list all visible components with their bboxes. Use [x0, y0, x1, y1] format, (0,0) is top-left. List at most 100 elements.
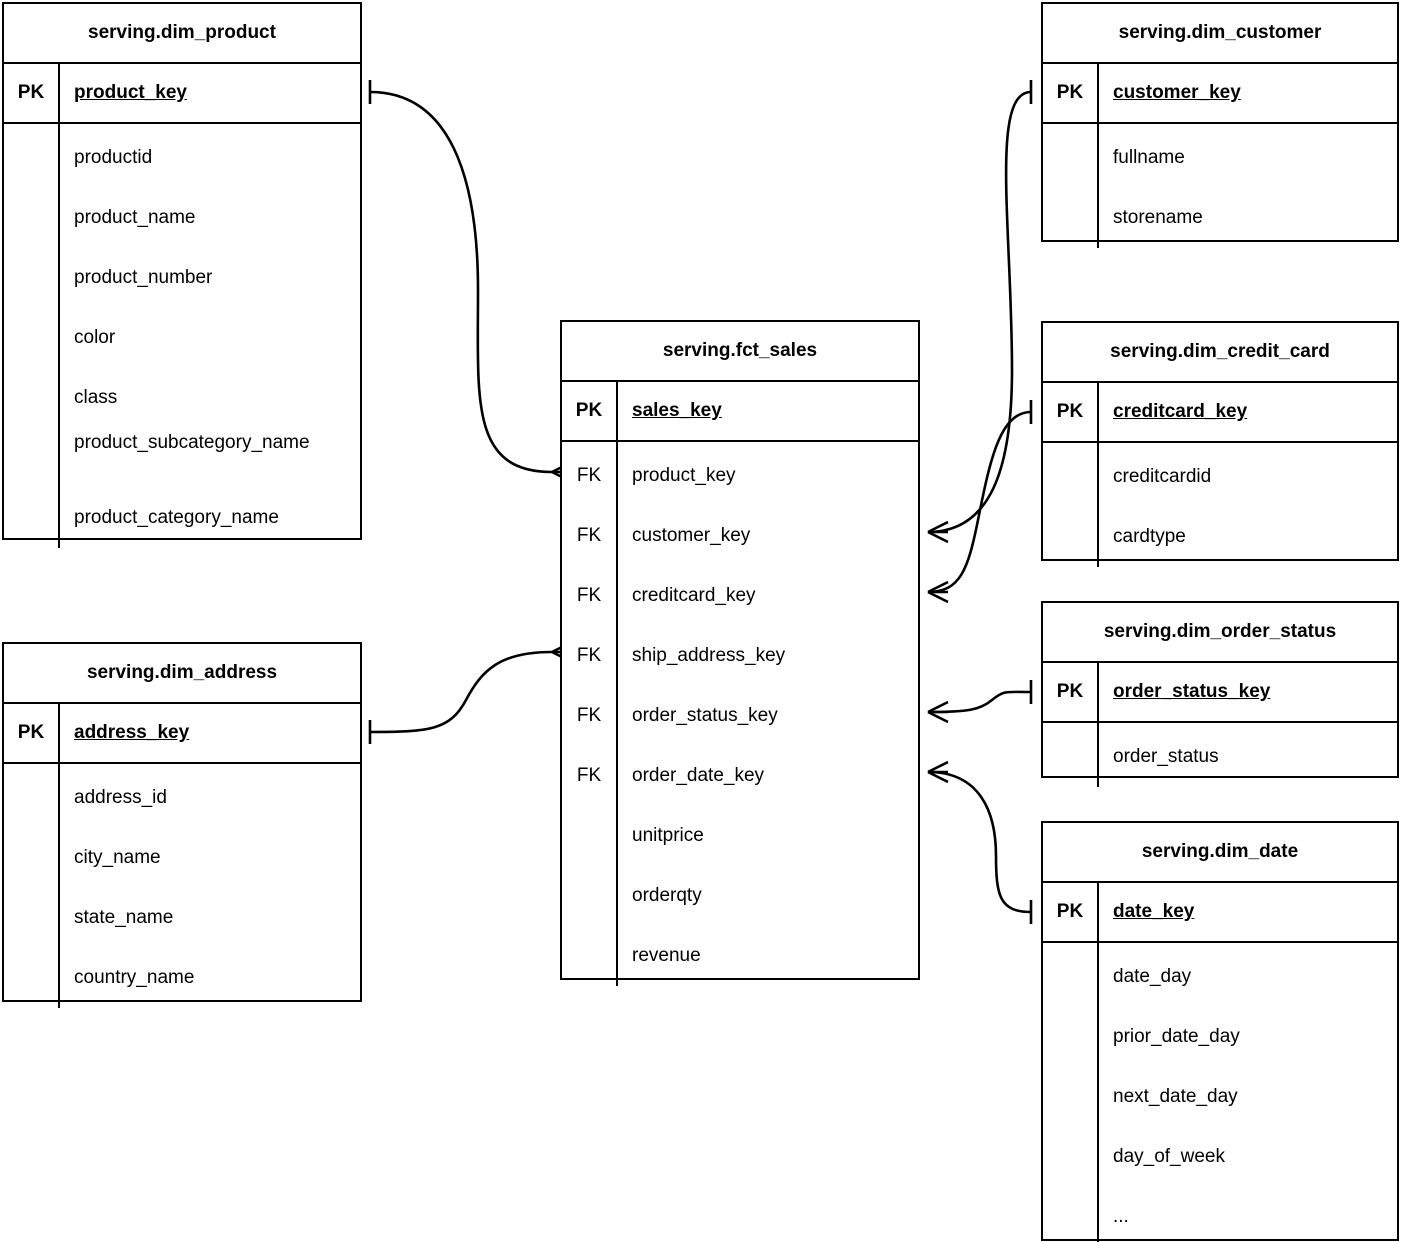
attribute-name: class	[74, 387, 118, 408]
attribute-name: date_day	[1113, 966, 1192, 987]
attribute-badges	[4, 764, 60, 1008]
attribute-name: creditcardid	[1113, 466, 1212, 487]
attribute-badge: FK	[576, 645, 602, 666]
pk-row[interactable]: PK address_key	[4, 704, 360, 764]
attribute-badge	[1043, 947, 1097, 1007]
attribute-list: FK FK FK FK FK FK product_key customer_k…	[562, 442, 918, 986]
entity-title: serving.dim_order_status	[1043, 603, 1397, 663]
attribute-badge	[562, 866, 616, 926]
attribute-badge	[4, 768, 58, 828]
entity-dim-address[interactable]: serving.dim_address PK address_key addre…	[2, 642, 362, 1008]
pk-name: customer_key	[1099, 64, 1397, 122]
pk-name: sales_key	[618, 382, 918, 440]
attribute-badge	[4, 488, 58, 548]
relationship-date	[927, 760, 1033, 924]
pk-row[interactable]: PK order_status_key	[1043, 663, 1397, 723]
attribute-list: creditcardid cardtype	[1043, 443, 1397, 567]
attribute-badges	[1043, 443, 1099, 567]
attribute-name: productid	[74, 147, 153, 168]
attribute-name: storename	[1113, 207, 1203, 228]
pk-name: creditcard_key	[1099, 383, 1397, 441]
attribute-names: productid product_name product_number co…	[60, 124, 360, 548]
entity-title: serving.dim_credit_card	[1043, 323, 1397, 383]
entity-title: serving.dim_date	[1043, 823, 1397, 883]
attribute-badge	[4, 828, 58, 888]
entity-title: serving.dim_address	[4, 644, 360, 704]
relationship-address	[368, 640, 573, 744]
entity-dim-date[interactable]: serving.dim_date PK date_key date_day pr…	[1041, 821, 1399, 1242]
attribute-badges: FK FK FK FK FK FK	[562, 442, 618, 986]
pk-name-text: date_key	[1113, 901, 1195, 922]
attribute-list: address_id city_name state_name country_…	[4, 764, 360, 1008]
entity-title: serving.fct_sales	[562, 322, 918, 382]
pk-name-text: order_status_key	[1113, 681, 1271, 702]
attribute-badge	[4, 888, 58, 948]
attribute-name: revenue	[632, 945, 701, 966]
pk-row[interactable]: PK product_key	[4, 64, 360, 124]
attribute-name: product_subcategory_name	[74, 432, 310, 453]
pk-name-text: product_key	[74, 82, 187, 103]
entity-dim-customer[interactable]: serving.dim_customer PK customer_key ful…	[1041, 2, 1399, 248]
attribute-badge	[1043, 507, 1097, 567]
attribute-name: order_status	[1113, 746, 1219, 767]
attribute-names: fullname storename	[1099, 124, 1397, 248]
attribute-badge: FK	[576, 765, 602, 786]
pk-row[interactable]: PK customer_key	[1043, 64, 1397, 124]
entity-title: serving.dim_product	[4, 4, 360, 64]
attribute-name: city_name	[74, 847, 161, 868]
attribute-name: state_name	[74, 907, 174, 928]
attribute-badge: FK	[576, 585, 602, 606]
pk-badge: PK	[1043, 663, 1099, 721]
attribute-names: creditcardid cardtype	[1099, 443, 1397, 567]
attribute-badges	[1043, 943, 1099, 1242]
attribute-name: color	[74, 327, 116, 348]
pk-badge: PK	[4, 704, 60, 762]
attribute-badge	[562, 806, 616, 866]
relationship-customer	[927, 80, 1033, 544]
attribute-name: product_name	[74, 207, 196, 228]
attribute-list: fullname storename	[1043, 124, 1397, 248]
attribute-badges	[1043, 124, 1099, 248]
attribute-name: cardtype	[1113, 526, 1186, 547]
relationship-order-status	[927, 680, 1033, 724]
pk-name: order_status_key	[1099, 663, 1397, 721]
attribute-badge	[1043, 1127, 1097, 1187]
attribute-name: prior_date_day	[1113, 1026, 1240, 1047]
relationship-product	[368, 80, 573, 484]
pk-name: product_key	[60, 64, 360, 122]
entity-dim-order-status[interactable]: serving.dim_order_status PK order_status…	[1041, 601, 1399, 787]
attribute-name: creditcard_key	[632, 585, 756, 606]
entity-title: serving.dim_customer	[1043, 4, 1397, 64]
attribute-list: order_status	[1043, 723, 1397, 787]
attribute-badge	[1043, 727, 1097, 787]
attribute-badges	[4, 124, 60, 548]
attribute-list: productid product_name product_number co…	[4, 124, 360, 548]
attribute-badge	[4, 188, 58, 248]
attribute-badge	[4, 128, 58, 188]
attribute-badge	[562, 926, 616, 986]
entity-dim-product[interactable]: serving.dim_product PK product_key produ…	[2, 2, 362, 548]
pk-row[interactable]: PK sales_key	[562, 382, 918, 442]
entity-fct-sales[interactable]: serving.fct_sales PK sales_key FK FK FK …	[560, 320, 920, 986]
pk-name: address_key	[60, 704, 360, 762]
attribute-badge	[4, 368, 58, 428]
attribute-badge	[4, 248, 58, 308]
attribute-list: date_day prior_date_day next_date_day da…	[1043, 943, 1397, 1242]
entity-dim-credit-card[interactable]: serving.dim_credit_card PK creditcard_ke…	[1041, 321, 1399, 567]
pk-badge: PK	[1043, 64, 1099, 122]
attribute-name: fullname	[1113, 147, 1185, 168]
attribute-badge	[4, 428, 58, 488]
attribute-names: product_key customer_key creditcard_key …	[618, 442, 918, 986]
pk-row[interactable]: PK date_key	[1043, 883, 1397, 943]
attribute-badge	[4, 948, 58, 1008]
pk-row[interactable]: PK creditcard_key	[1043, 383, 1397, 443]
pk-name-text: creditcard_key	[1113, 401, 1248, 422]
pk-badge: PK	[1043, 883, 1099, 941]
attribute-names: address_id city_name state_name country_…	[60, 764, 360, 1008]
attribute-badge: FK	[576, 525, 602, 546]
attribute-name: ...	[1113, 1206, 1129, 1227]
pk-badge: PK	[4, 64, 60, 122]
attribute-badge	[1043, 1067, 1097, 1127]
attribute-badge	[1043, 447, 1097, 507]
